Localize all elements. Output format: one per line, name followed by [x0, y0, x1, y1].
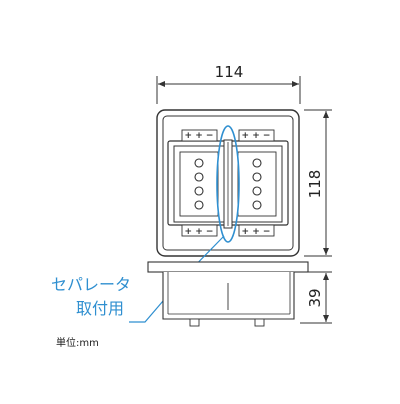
terminal-mark-top-left: + + − — [185, 131, 214, 141]
indicator-hole — [194, 158, 204, 168]
indicator-hole — [194, 172, 204, 182]
width-dimension: 114 — [156, 63, 301, 104]
indicator-hole — [252, 172, 262, 182]
separator-part — [223, 139, 233, 229]
side-view-box — [147, 261, 309, 327]
depth-value: 39 — [306, 288, 324, 307]
depth-dimension: 39 — [300, 271, 332, 324]
left-switch-module — [173, 145, 225, 223]
callout-text-line2: 取付用 — [76, 299, 124, 318]
indicator-hole — [194, 186, 204, 196]
height-value: 118 — [306, 170, 324, 199]
right-switch-module — [231, 145, 283, 223]
unit-note: 単位:mm — [56, 336, 99, 349]
indicator-hole — [252, 186, 262, 196]
terminal-mark-top-right: + + − — [242, 131, 271, 141]
terminal-mark-bottom-right: + + − — [242, 227, 271, 237]
terminal-marks: + + − + + − + + − + + − — [185, 131, 271, 237]
indicator-hole — [252, 200, 262, 210]
height-dimension: 118 — [304, 109, 332, 257]
indicator-hole — [194, 200, 204, 210]
terminal-mark-bottom-left: + + − — [185, 227, 214, 237]
callout-text-line1: セパレータ — [51, 275, 131, 294]
separator-highlight-ellipse — [216, 125, 240, 243]
width-value: 114 — [215, 63, 244, 81]
indicator-hole — [252, 158, 262, 168]
